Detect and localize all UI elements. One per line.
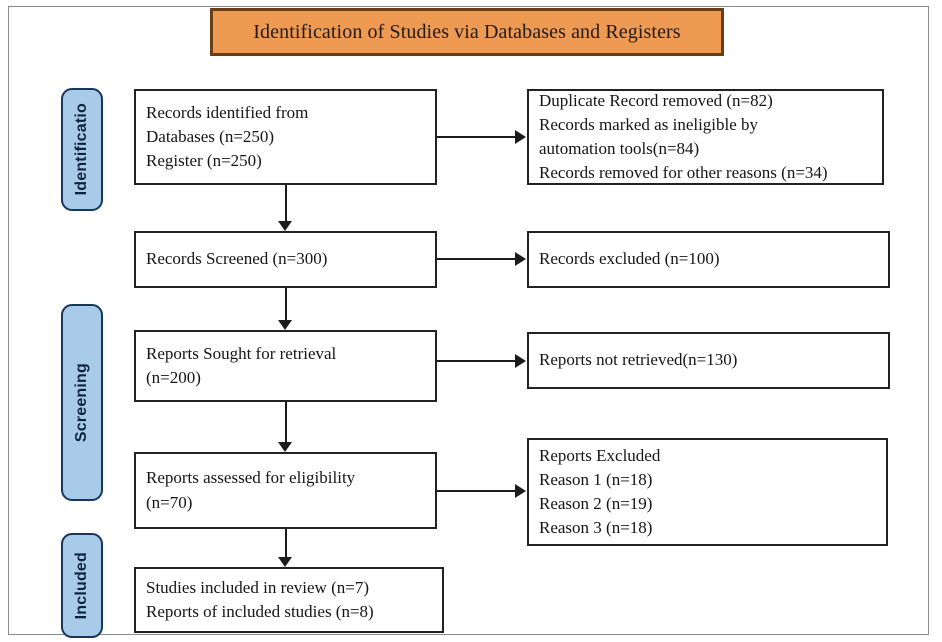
- box-line: Reason 2 (n=19): [539, 494, 653, 513]
- box-line: Reports not retrieved(n=130): [539, 350, 738, 370]
- connector-vertical-identified-to-screened: [285, 185, 287, 221]
- connector-horizontal-sought-to-notretrieved: [437, 360, 517, 362]
- arrowhead-down-icon: [278, 557, 292, 567]
- arrowhead-right-icon: [515, 252, 526, 266]
- stage-pill-screening: Screening: [61, 304, 103, 501]
- box-records-identified: Records identified from Databases (n=250…: [134, 89, 437, 185]
- arrowhead-down-icon: [278, 442, 292, 452]
- box-reports-sought: Reports Sought for retrieval (n=200): [134, 330, 437, 402]
- box-line: Reason 1 (n=18): [539, 469, 653, 489]
- box-line: Records removed for other reasons (n=34): [539, 163, 828, 183]
- arrowhead-down-icon: [278, 221, 292, 231]
- box-line: Reports assessed for eligibility: [146, 468, 356, 488]
- box-line: Databases (n=250): [146, 126, 275, 146]
- arrowhead-down-icon: [278, 320, 292, 330]
- box-studies-included: Studies included in review (n=7) Reports…: [134, 567, 444, 633]
- stage-label-identification: Identificatio: [73, 103, 90, 196]
- box-line: (n=70): [146, 492, 193, 512]
- arrowhead-right-icon: [515, 130, 526, 144]
- connector-horizontal-screened-to-excluded: [437, 258, 517, 260]
- diagram-title-text: Identification of Studies via Databases …: [253, 20, 681, 43]
- connector-vertical-assessed-to-included: [285, 529, 287, 557]
- diagram-title-banner: Identification of Studies via Databases …: [210, 8, 724, 56]
- box-line: Register (n=250): [146, 151, 262, 171]
- box-line: Duplicate Record removed (n=82): [539, 90, 773, 110]
- box-line: Reports Sought for retrieval: [146, 343, 337, 363]
- arrowhead-right-icon: [515, 354, 526, 368]
- box-reports-excluded-reasons: Reports Excluded Reason 1 (n=18) Reason …: [527, 438, 888, 546]
- box-line: (n=200): [146, 368, 201, 387]
- box-records-removed: Duplicate Record removed (n=82) Records …: [527, 89, 884, 185]
- box-line: Records excluded (n=100): [539, 249, 720, 269]
- stage-pill-included: Included: [61, 533, 103, 638]
- box-reports-assessed: Reports assessed for eligibility (n=70): [134, 452, 437, 529]
- stage-label-included: Included: [73, 551, 90, 620]
- box-line: Records Screened (n=300): [146, 249, 328, 269]
- connector-horizontal-identified-to-removed: [437, 136, 517, 138]
- box-line: Reports of included studies (n=8): [146, 602, 374, 621]
- box-reports-not-retrieved: Reports not retrieved(n=130): [527, 332, 890, 389]
- connector-horizontal-assessed-to-repexcluded: [437, 490, 517, 492]
- box-records-excluded: Records excluded (n=100): [527, 231, 890, 288]
- box-line: Reports Excluded: [539, 445, 661, 465]
- box-line: Reason 3 (n=18): [539, 518, 653, 538]
- box-line: automation tools(n=84): [539, 139, 700, 158]
- stage-label-screening: Screening: [73, 362, 90, 443]
- box-line: Records identified from: [146, 102, 309, 122]
- stage-pill-identification: Identificatio: [61, 88, 103, 211]
- arrowhead-right-icon: [515, 484, 526, 498]
- connector-vertical-screened-to-sought: [285, 288, 287, 320]
- connector-vertical-sought-to-assessed: [285, 402, 287, 442]
- box-line: Records marked as ineligible by: [539, 114, 759, 134]
- box-line: Studies included in review (n=7): [146, 577, 369, 597]
- box-records-screened: Records Screened (n=300): [134, 231, 437, 288]
